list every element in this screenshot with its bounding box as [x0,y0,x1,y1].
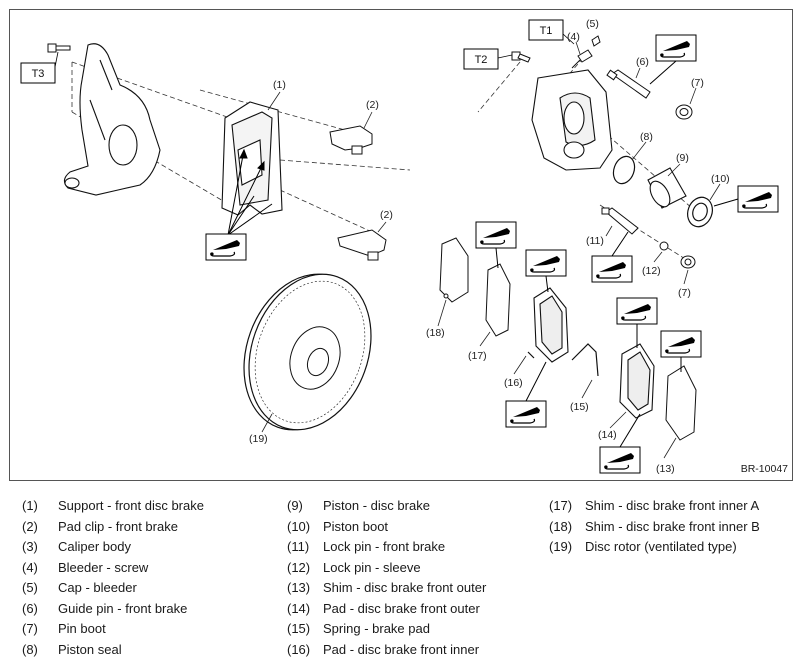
callout-2-upper: (2) [366,99,379,111]
pin-boot-lower [680,255,696,269]
callout-12: (12) [642,265,661,277]
callout-15: (15) [570,401,589,413]
callout-4: (4) [567,31,580,43]
callout-17: (17) [468,350,487,362]
pad-outer [619,343,655,419]
callout-7-lower: (7) [678,287,691,299]
legend-item: (15)Spring - brake pad [287,621,430,636]
legend-item: (8)Piston seal [22,641,122,657]
legend-item: (18)Shim - disc brake front inner B [549,518,760,534]
svg-text:T3: T3 [32,68,45,80]
legend-item: (6)Guide pin - front brake [22,600,188,616]
guide-pin [606,69,651,99]
pin-boot-upper [675,104,693,120]
support-bolt [47,43,71,53]
pad-clip-upper [329,125,373,155]
pad-inner [527,287,569,363]
pad-spring [571,343,599,377]
legend-item: (7)Pin boot [22,621,106,636]
legend-item: (2)Pad clip - front brake [22,518,178,534]
bleeder-cap [591,35,601,47]
svg-text:T1: T1 [540,25,553,37]
legend-item: (16)Pad - disc brake front inner [287,641,480,657]
lock-pin-sleeve [659,241,669,251]
callout-14: (14) [598,429,617,441]
grease-arrows [227,148,273,236]
caliper-support [221,101,283,216]
disc-rotor [243,273,372,431]
torque-tag-t1: T1 [528,19,564,41]
legend-item: (3)Caliper body [22,539,131,554]
caliper-body [531,69,613,171]
parts-legend: (1)Support - front disc brake (2)Pad cli… [0,494,804,666]
legend-item: (11)Lock pin - front brake [287,539,446,554]
pad-clip-lower [337,229,387,261]
callout-2-lower: (2) [380,209,393,221]
legend-item: (19)Disc rotor (ventilated type) [549,539,737,554]
torque-tag-t2: T2 [463,48,499,70]
steering-knuckle [63,43,161,196]
callout-8: (8) [640,131,653,143]
exploded-view-drawing: T1 T2 T3 (1) (2) (2) (4) (5) (6) (7) (7)… [20,18,779,475]
callout-9: (9) [676,152,689,164]
callout-7-upper: (7) [691,77,704,89]
legend-item: (4)Bleeder - screw [22,559,149,575]
legend-item: (13)Shim - disc brake front outer [287,580,487,595]
grease-pointer-arrows [495,60,739,448]
callout-13: (13) [656,463,675,475]
callout-19: (19) [249,433,268,445]
callout-18: (18) [426,327,445,339]
leader-lines [261,41,721,459]
caliper-bolt [511,51,531,63]
shim-inner-a [485,263,511,337]
svg-text:T2: T2 [475,54,488,66]
callout-16: (16) [504,377,523,389]
legend-item: (17)Shim - disc brake front inner A [549,498,760,513]
legend-item: (14)Pad - disc brake front outer [287,600,480,616]
legend-item: (1)Support - front disc brake [22,498,204,513]
legend-item: (10)Piston boot [287,518,389,534]
callout-11: (11) [586,235,604,247]
piston-seal [612,155,636,185]
callout-1: (1) [273,79,286,91]
callout-5: (5) [586,18,599,30]
diagram-frame [9,9,793,481]
shim-inner-b [439,237,469,303]
piston-boot [687,196,713,228]
legend-item: (9)Piston - disc brake [287,498,430,513]
legend-item: (12)Lock pin - sleeve [287,559,421,575]
lock-pin [601,207,639,235]
bleeder-screw [571,49,593,69]
callout-6: (6) [636,56,649,68]
legend-item: (5)Cap - bleeder [22,580,137,595]
callout-10: (10) [711,173,730,185]
torque-tag-t3: T3 [20,62,56,84]
callout-labels: (1) (2) (2) (4) (5) (6) (7) (7) (8) (9) … [249,18,730,475]
piston [647,167,687,209]
shim-outer [665,365,697,441]
figure-code: BR-10047 [740,463,788,475]
